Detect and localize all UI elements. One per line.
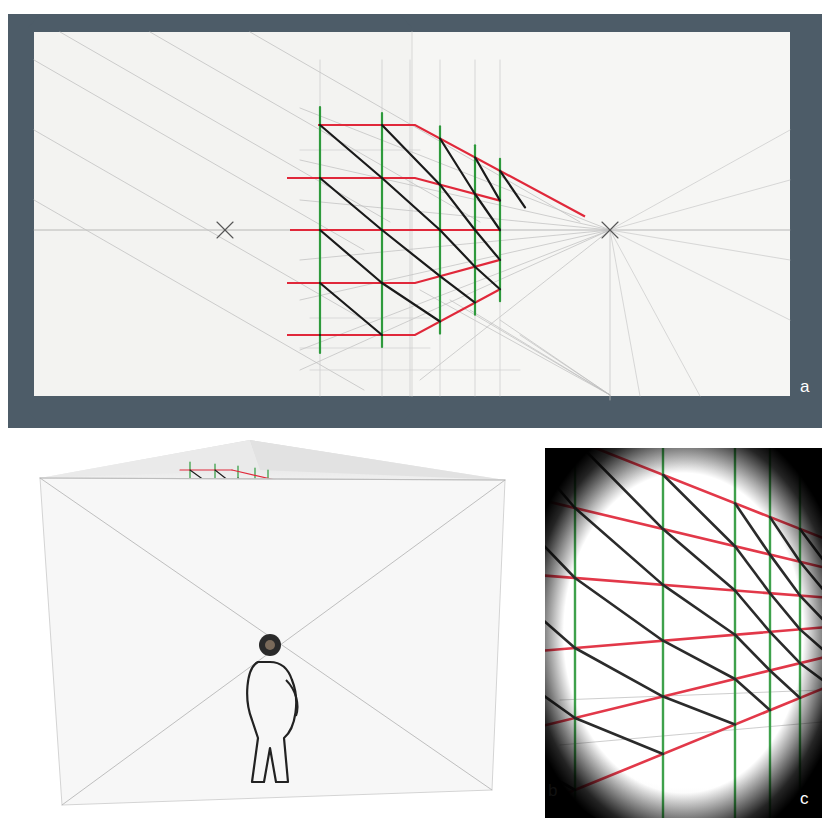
- pencil-ray: [420, 290, 610, 395]
- black-diagonal: [440, 230, 475, 267]
- vanishing-point-mark: [217, 222, 233, 238]
- dark-frame: [545, 448, 822, 818]
- pencil-ray: [300, 108, 610, 230]
- pencil-ray: [500, 320, 610, 395]
- vanishing-point-mark: [602, 222, 618, 238]
- spacer: [382, 108, 440, 139]
- red-grid-line: [318, 125, 585, 217]
- vanishing-point-mark: [217, 222, 233, 238]
- black-diagonal: [440, 138, 475, 194]
- vanishing-point-mark: [602, 222, 618, 238]
- pencil-ray: [610, 230, 700, 396]
- front-face: [40, 478, 505, 805]
- pencil-ray: [470, 310, 610, 395]
- black-diagonal: [440, 276, 475, 302]
- pencil-ray: [300, 160, 610, 230]
- black-diagonal: [475, 230, 500, 260]
- pencil-diagonal: [34, 200, 364, 390]
- pencil-diagonal: [62, 480, 505, 805]
- red-grid-line: [180, 469, 232, 470]
- horizon-line: [34, 230, 790, 231]
- pencil-ray: [300, 230, 610, 370]
- pencil-ray: [610, 130, 790, 230]
- inner-wall: [250, 440, 505, 480]
- pencil-ray: [610, 230, 790, 320]
- vignette: [545, 448, 822, 818]
- black-diagonal: [382, 178, 440, 230]
- pencil-ray: [610, 180, 790, 230]
- pencil-ray: [610, 230, 790, 260]
- black-diagonal: [320, 125, 382, 178]
- pencil-ray: [300, 230, 610, 350]
- black-diagonal: [475, 194, 500, 230]
- fold-line: [412, 32, 413, 396]
- black-diagonal: [382, 283, 440, 322]
- pencil-horizontal: [300, 150, 420, 151]
- black-diagonal: [475, 267, 500, 290]
- pencil-diagonal: [34, 60, 364, 250]
- black-diagonal: [320, 230, 382, 283]
- inner-wall: [40, 440, 260, 478]
- page-margin: [0, 0, 8, 428]
- pencil-diagonal: [34, 130, 364, 320]
- pencil-diagonal: [40, 478, 492, 790]
- pencil-vertical: [410, 60, 411, 396]
- panel-letter: c: [800, 790, 809, 807]
- black-diagonal: [382, 125, 440, 185]
- panel-c: [487, 405, 822, 818]
- pencil-diagonal: [250, 32, 580, 222]
- box-interior: [40, 440, 505, 480]
- panel-b: [40, 440, 505, 805]
- pencil-ray: [610, 230, 640, 396]
- panel-a: [0, 0, 822, 428]
- sheet-shadow: [28, 14, 412, 424]
- top-edge: [40, 478, 505, 480]
- viewer-head: [259, 634, 281, 656]
- black-diagonal: [382, 230, 440, 276]
- black-diagonal: [440, 185, 475, 230]
- pencil-diagonal: [60, 32, 390, 222]
- pencil-ray: [300, 230, 610, 300]
- paper-sheet: [412, 32, 790, 396]
- black-diagonal: [475, 157, 500, 200]
- pencil-vertical: [610, 230, 611, 400]
- paper-sheet: [34, 32, 412, 396]
- pencil-horizontal: [310, 370, 520, 371]
- black-diagonal: [320, 283, 382, 335]
- black-diagonal: [500, 171, 525, 208]
- dark-backdrop: [8, 0, 822, 428]
- viewer-arm: [286, 680, 298, 716]
- pencil-vertical: [382, 60, 383, 396]
- panel-letter: b: [548, 782, 557, 799]
- peephole: [265, 640, 275, 650]
- pencil-horizontal: [310, 318, 430, 319]
- svg-part: [545, 448, 822, 818]
- panel-letter: a: [800, 378, 809, 395]
- black-diagonal: [320, 178, 382, 230]
- pencil-ray: [520, 335, 610, 395]
- pencil-vertical: [320, 60, 321, 396]
- viewer-body: [247, 662, 296, 782]
- lens-view: [545, 448, 822, 818]
- pencil-vertical: [440, 60, 441, 396]
- page-margin: [0, 0, 822, 14]
- pencil-diagonal: [150, 32, 480, 222]
- viewer-figure: [247, 634, 297, 782]
- pencil-ray: [420, 230, 610, 380]
